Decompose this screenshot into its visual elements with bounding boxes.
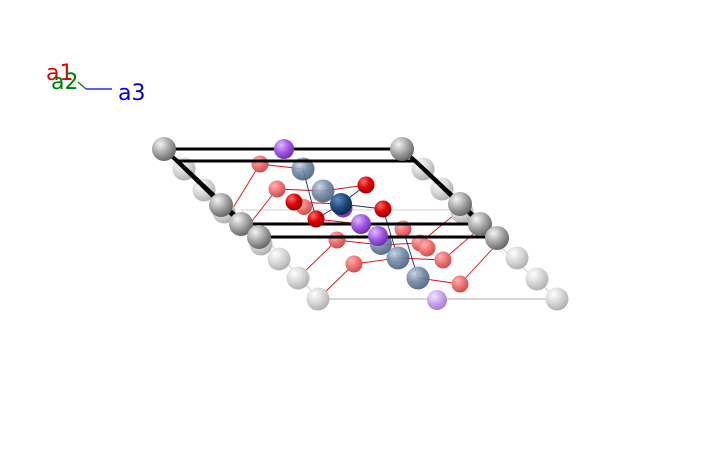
atom-gray-faint — [267, 247, 291, 271]
atom-navy — [330, 193, 352, 215]
foreground-atoms — [152, 137, 509, 250]
atom-oxygen-faint — [418, 239, 436, 257]
atom-oxygen-faint — [451, 275, 469, 293]
atom-gray-faint — [505, 246, 529, 270]
atom-gray — [152, 137, 176, 161]
atom-gray — [448, 192, 472, 216]
atom-slate — [386, 246, 410, 270]
atom-oxygen-faint — [434, 251, 452, 269]
atom-oxygen — [307, 210, 325, 228]
atom-slate — [291, 157, 315, 181]
bond — [459, 242, 499, 285]
atom-oxygen — [374, 200, 392, 218]
a2-axis-label: a2 — [51, 70, 78, 95]
atom-violet — [351, 214, 371, 234]
atom-gray-faint — [545, 287, 569, 311]
atom-gray-faint — [525, 267, 549, 291]
atom-violet — [274, 139, 294, 159]
a3-axis-label: a3 — [118, 81, 145, 106]
atom-oxygen-faint — [345, 255, 363, 273]
atom-gray — [485, 226, 509, 250]
atom-oxygen-faint — [251, 155, 269, 173]
atom-gray — [229, 212, 253, 236]
atom-gray — [247, 225, 271, 249]
atom-violet — [368, 226, 388, 246]
atom-oxygen-faint — [328, 231, 346, 249]
atom-gray — [209, 193, 233, 217]
atom-slate — [406, 266, 430, 290]
atom-oxygen — [357, 176, 375, 194]
atom-gray-faint — [286, 266, 310, 290]
atom-oxygen — [285, 193, 303, 211]
atom-oxygen-faint — [268, 180, 286, 198]
atom-violet-faint — [427, 290, 447, 310]
a2-axis-line — [77, 81, 87, 90]
atom-slate — [311, 179, 335, 203]
atom-gray-faint — [306, 287, 330, 311]
atom-gray — [390, 137, 414, 161]
a1-axis-label: a1 — [46, 61, 73, 86]
axis-indicator: a1 a2 a3 — [46, 61, 145, 106]
atom-gray — [468, 212, 492, 236]
